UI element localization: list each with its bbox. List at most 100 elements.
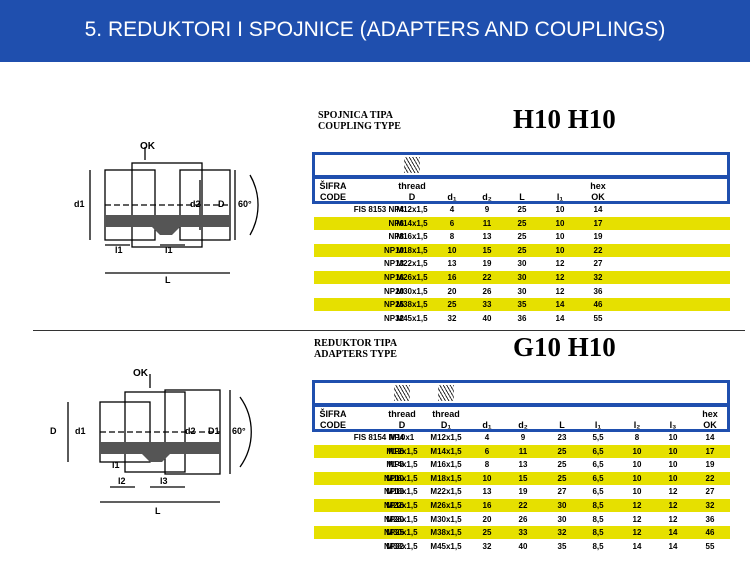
table-cell: 9 — [484, 205, 490, 214]
l2-label: l2 — [118, 476, 126, 486]
table-cell: 14 — [668, 528, 678, 538]
table-cell: 32 — [557, 528, 567, 538]
column-header: l₁ — [540, 181, 580, 203]
table-cell: 14 — [632, 541, 642, 551]
table-cell: 10 — [668, 433, 678, 442]
table-cell: NP10 — [383, 245, 404, 255]
table-cell: 13 — [482, 487, 492, 497]
column-header-text: OK — [703, 420, 717, 430]
subtitle-english: ADAPTERS TYPE — [314, 349, 397, 360]
table-cell: 35 — [517, 300, 527, 310]
table-cell: 6,5 — [592, 487, 604, 497]
D-label: D — [50, 426, 57, 436]
table-cell: 27 — [705, 487, 715, 497]
table-cell: M10x1 — [389, 433, 415, 442]
table-cell: 8 — [634, 433, 640, 442]
table-cell: 25 — [517, 218, 527, 228]
table-cell: NP13 — [383, 259, 404, 269]
table-cell: M14x1,5 — [396, 218, 428, 228]
table-cell: 8,5 — [592, 514, 604, 524]
table-cell: M26x1,5 — [430, 501, 462, 510]
table-cell: 11 — [518, 446, 528, 456]
table-cell: 6,5 — [592, 446, 604, 456]
table-cell: 12 — [632, 501, 642, 510]
table-cell: 30 — [557, 501, 567, 510]
table-cell: NP25 — [383, 300, 404, 310]
table-cell: M38x1,5 — [430, 528, 462, 538]
l3-label: l3 — [160, 476, 168, 486]
column-header: l₃ — [653, 409, 693, 431]
table-cell: 25 — [557, 446, 567, 456]
table-cell: 14 — [705, 433, 715, 442]
table-cell: 10 — [555, 205, 565, 214]
table-cell: M30x1,5 — [430, 514, 462, 524]
column-header-text: l₂ — [633, 420, 641, 430]
subtitle-english: COUPLING TYPE — [318, 121, 401, 132]
table-cell: 6 — [484, 446, 490, 456]
l1-label: l1 — [112, 460, 120, 470]
table-cell: 25 — [482, 528, 492, 538]
column-header-text: CODE — [319, 192, 346, 202]
table-cell: 12 — [555, 286, 565, 296]
table-cell: 25 — [557, 473, 567, 483]
adapter-drawing: OK D d1 d2 D1 60° l1 l2 l3 L — [50, 368, 252, 516]
table-cell: 10 — [668, 473, 678, 483]
table-cell: 10 — [555, 218, 565, 228]
table-cell: 10 — [447, 245, 457, 255]
coupling-header-box — [312, 176, 730, 204]
table-cell: NP16 — [383, 501, 404, 510]
table-cell: 5,5 — [592, 433, 604, 442]
table-cell: 30 — [517, 286, 527, 296]
table-cell: 22 — [593, 245, 603, 255]
column-header: L — [542, 409, 582, 431]
table-cell: M30x1,5 — [386, 528, 418, 538]
table-cell: 15 — [482, 245, 492, 255]
column-header-text: thread — [388, 409, 416, 419]
column-header-text: D — [408, 192, 416, 202]
column-header-text — [540, 181, 580, 192]
table-cell: 55 — [593, 313, 603, 323]
column-header: d₂ — [503, 409, 543, 431]
ok-label: OK — [133, 368, 149, 379]
column-header: l₂ — [617, 409, 657, 431]
table-cell: 32 — [482, 541, 492, 551]
table-cell: 55 — [705, 541, 715, 551]
d1-label: d1 — [75, 426, 86, 436]
column-header-text — [467, 181, 507, 192]
table-cell: 19 — [705, 460, 715, 470]
table-cell: 35 — [557, 541, 567, 551]
table-cell: 10 — [482, 473, 492, 483]
adapter-header-top — [312, 380, 730, 406]
table-cell: M16x1,5 — [430, 460, 462, 470]
table-cell: 8,5 — [592, 541, 604, 551]
table-cell: 22 — [482, 273, 492, 282]
table-cell: 8 — [449, 232, 455, 242]
table-cell: 22 — [518, 501, 528, 510]
table-cell: M18x1,5 — [386, 487, 418, 497]
table-cell: M22x1,5 — [386, 501, 418, 510]
table-cell: M45x1,5 — [396, 313, 428, 323]
table-cell: M14x1,5 — [430, 446, 462, 456]
table-cell: 40 — [518, 541, 528, 551]
table-cell: 20 — [482, 514, 492, 524]
column-header-text: l₃ — [669, 420, 677, 430]
table-cell: NP6 — [388, 218, 404, 228]
table-cell: M22x1,5 — [430, 487, 462, 497]
column-header-text — [578, 409, 618, 420]
column-header-text: thread — [432, 409, 460, 419]
column-header-text — [542, 409, 582, 420]
table-cell: 22 — [705, 473, 715, 483]
column-header: L — [502, 181, 542, 203]
table-cell: 14 — [668, 541, 678, 551]
table-cell: 40 — [482, 313, 492, 323]
table-cell: NP6 — [388, 446, 404, 456]
table-cell: M26x1,5 — [396, 273, 428, 282]
table-cell: 4 — [484, 433, 490, 442]
